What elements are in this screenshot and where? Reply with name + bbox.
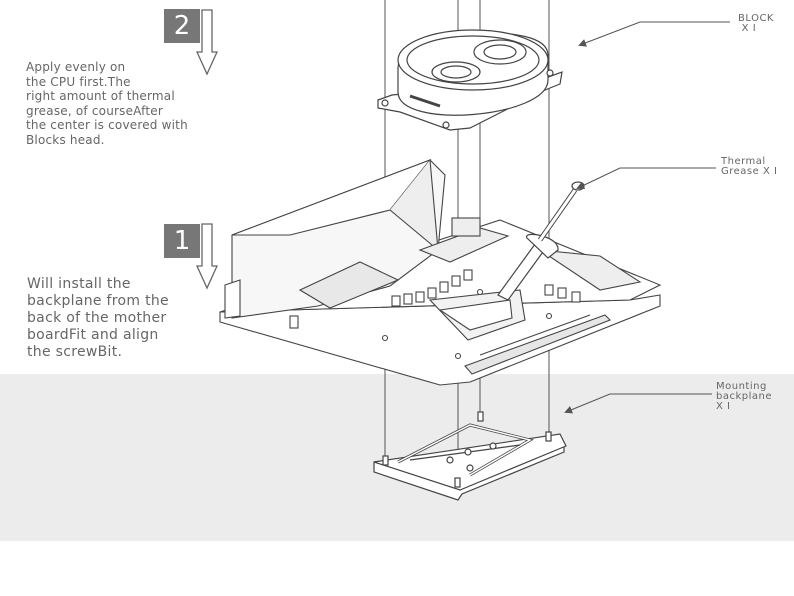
grease-callout-line: Thermal	[721, 156, 766, 167]
water-block	[377, 29, 563, 131]
block-callout-line: X I	[738, 23, 757, 34]
block-callout-line: BLOCK	[738, 13, 774, 24]
step-1-line: the screwBit.	[27, 344, 123, 360]
block-callout: BLOCK X I	[738, 14, 788, 34]
step-2-line: Blocks head.	[26, 132, 105, 147]
mounting-backplane	[373, 411, 567, 501]
step-2-line: the center is covered with	[26, 118, 188, 132]
step-1-line: backplane from the	[27, 293, 169, 309]
step-1-line: Will install the	[27, 276, 131, 292]
backplane-callout-line: X I	[716, 401, 731, 412]
thermal-grease-callout: Thermal Grease X I	[721, 157, 791, 177]
backplane-callout-line: backplane	[716, 391, 773, 402]
step-2-line: grease, of courseAfter	[26, 103, 163, 118]
step-2-badge: 2	[164, 9, 200, 43]
step-1-line: back of the mother	[27, 310, 167, 326]
motherboard	[219, 158, 662, 386]
step-1-line: boardFit and align	[27, 327, 159, 343]
step-1-arrow-icon	[195, 223, 219, 290]
step-2-line: right amount of thermal	[26, 89, 175, 103]
grease-callout-line: Grease X I	[721, 166, 778, 177]
step-1-badge: 1	[164, 224, 200, 258]
step-2-instructions: Apply evenly on the CPU first.The right …	[26, 60, 236, 147]
backplane-callout: Mounting backplane X I	[716, 382, 786, 412]
step-2-line: Apply evenly on	[26, 60, 126, 74]
step-2-arrow-icon	[195, 9, 219, 76]
step-1-instructions: Will install the backplane from the back…	[27, 276, 227, 361]
backplane-callout-line: Mounting	[716, 381, 767, 392]
background-band	[0, 374, 794, 541]
callout-leaders	[564, 21, 730, 414]
thermal-grease-syringe-icon	[497, 181, 585, 301]
step-2-line: the CPU first.The	[26, 74, 131, 89]
